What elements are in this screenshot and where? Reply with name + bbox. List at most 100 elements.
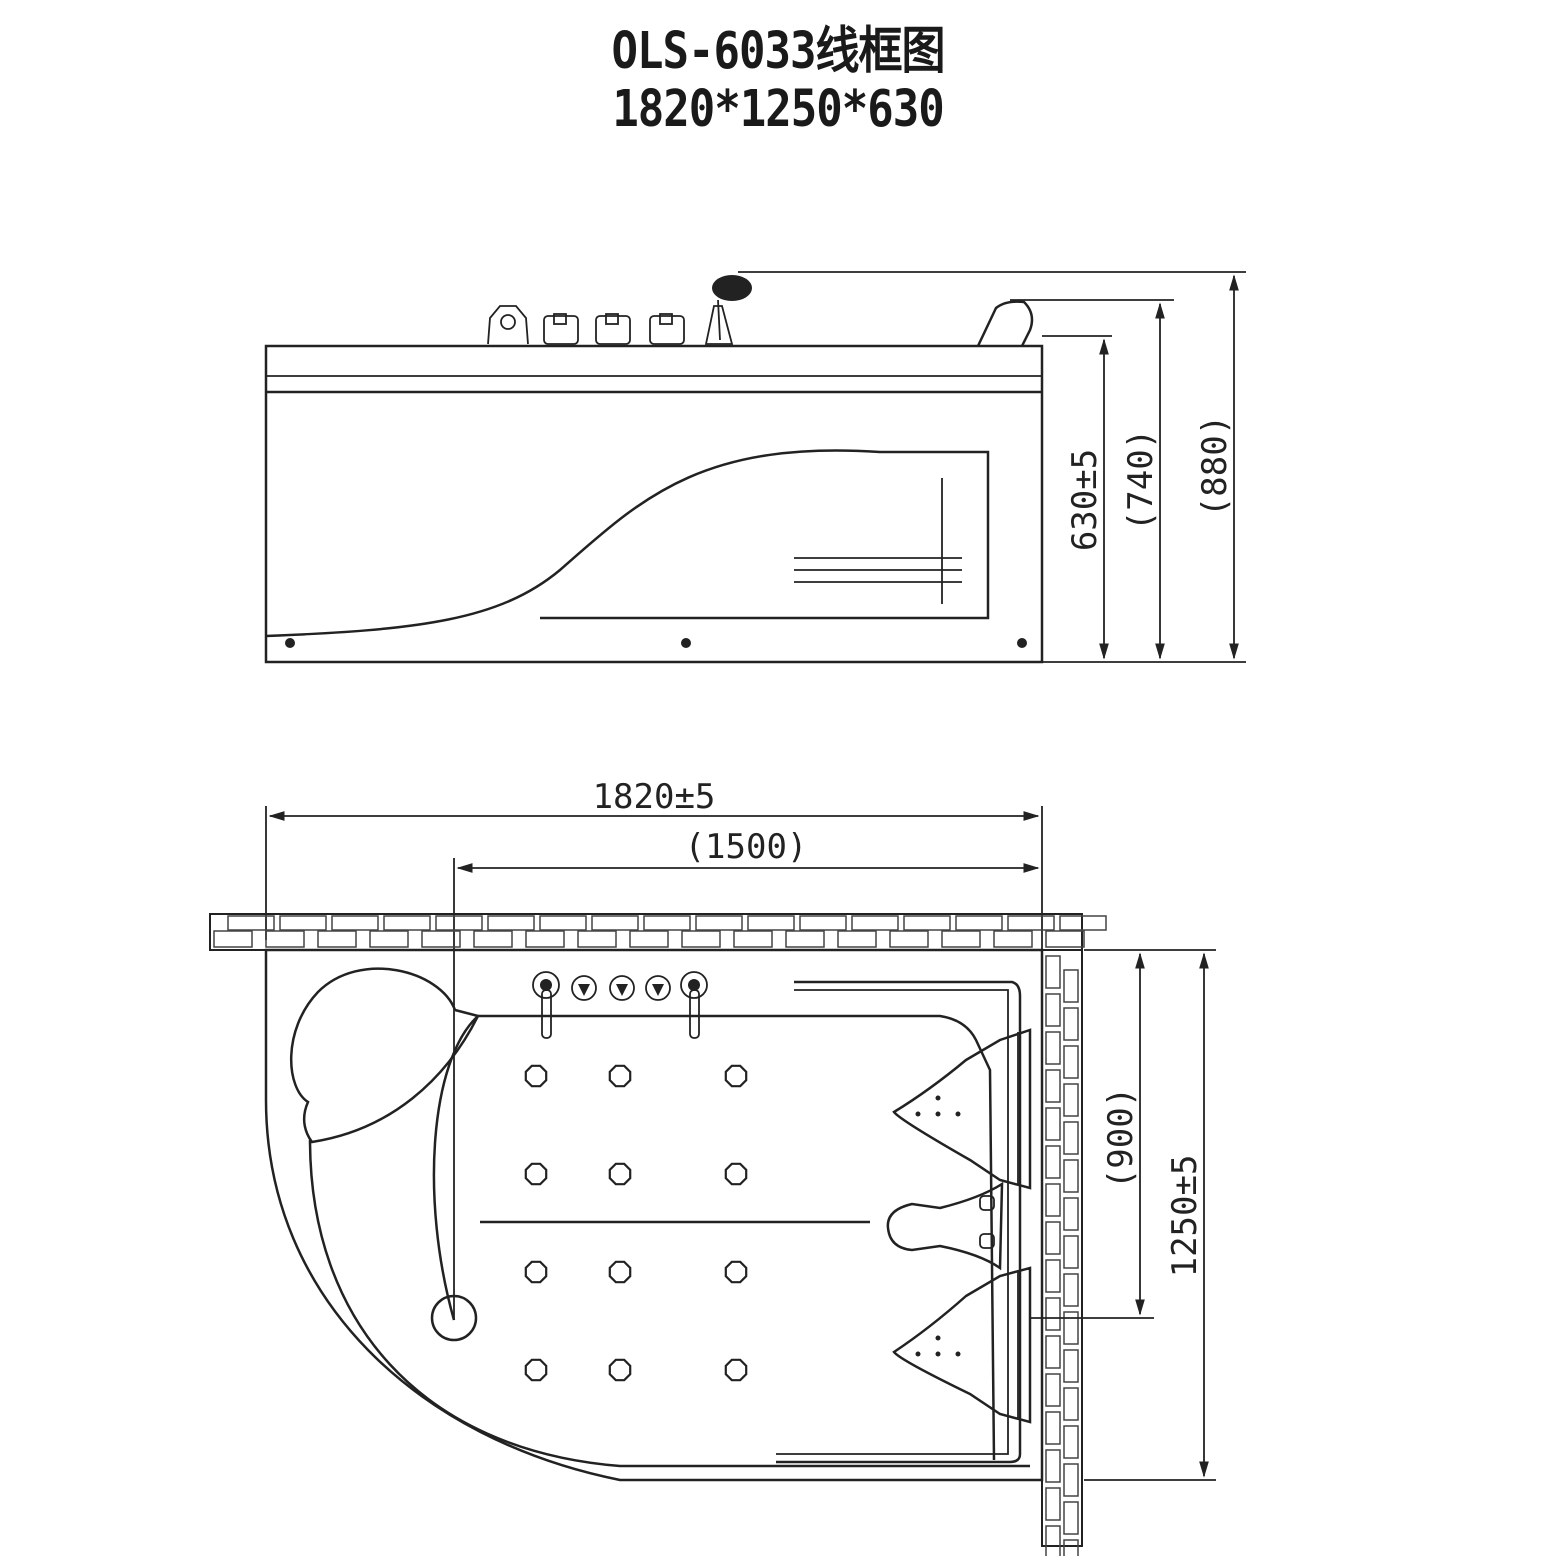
wall-tile — [1059, 915, 1107, 931]
wall-tile — [695, 915, 743, 931]
wall-tile — [473, 930, 513, 948]
wall-tile — [1045, 1487, 1061, 1521]
wall-tile — [1045, 1069, 1061, 1103]
wall-tile — [1063, 1501, 1079, 1535]
jet-nozzle — [724, 1260, 748, 1284]
wall-tile — [1063, 1463, 1079, 1497]
wall-tile — [629, 930, 669, 948]
tub-outline — [264, 948, 1044, 1482]
wall-tile — [1045, 993, 1061, 1027]
jet-nozzle — [608, 1260, 632, 1284]
jet-control-knob — [571, 975, 597, 1001]
basin-outline — [432, 1014, 996, 1461]
wall-tile — [1045, 1335, 1061, 1369]
spout-tap — [680, 971, 708, 1039]
wall-tile — [1063, 1539, 1079, 1556]
wall-tile — [1045, 1145, 1061, 1179]
wall-tile — [799, 915, 847, 931]
wall-tile — [1063, 1387, 1079, 1421]
wall-tiles — [209, 913, 1107, 1556]
control-knob — [595, 313, 631, 345]
wall-tile — [331, 915, 379, 931]
wall-tile — [279, 915, 327, 931]
jet-nozzle — [524, 1260, 548, 1284]
corner-seat — [290, 967, 480, 1144]
wall-tile — [227, 915, 275, 931]
wall-tile — [837, 930, 877, 948]
control-knob — [649, 313, 685, 345]
front-panel-wave — [265, 449, 990, 638]
drain — [430, 1294, 478, 1342]
wall-tile — [889, 930, 929, 948]
wall-tile — [1045, 1221, 1061, 1255]
side-view: 630±5 (740) (880) — [264, 271, 1246, 664]
wall-tile — [421, 930, 461, 948]
wall-tile — [487, 915, 535, 931]
wall-tile — [747, 915, 795, 931]
wall-tile — [591, 915, 639, 931]
drawing-title: OLS-6033线框图 — [611, 21, 946, 81]
wall-tile — [903, 915, 951, 931]
foot-dot — [1017, 638, 1027, 648]
foot-dot — [681, 638, 691, 648]
foot-dot — [285, 638, 295, 648]
jet-nozzle — [724, 1064, 748, 1088]
wall-tile — [525, 930, 565, 948]
dim-label-headrest: (740) — [1121, 429, 1161, 531]
dim-label-inner-length: (1500) — [685, 827, 808, 867]
jet-nozzle — [608, 1162, 632, 1186]
wall-tile — [1063, 1045, 1079, 1079]
jet-nozzle — [524, 1064, 548, 1088]
lumbar-cushion — [886, 1181, 1004, 1271]
pillow-upper — [892, 1028, 1032, 1190]
wall-band — [209, 913, 1083, 951]
wall-tile — [1045, 955, 1061, 989]
pillow-lower — [892, 1266, 1032, 1424]
wall-tile — [265, 930, 305, 948]
wall-tile — [577, 930, 617, 948]
wall-tile — [1063, 1273, 1079, 1307]
jet-nozzle — [524, 1162, 548, 1186]
wall-tile — [851, 915, 899, 931]
wall-tile — [1007, 915, 1055, 931]
massage-jets — [524, 1064, 748, 1382]
dim-label-spout: (880) — [1195, 415, 1235, 517]
wall-tile — [955, 915, 1003, 931]
wall-tile — [1045, 1183, 1061, 1217]
jet-nozzle — [608, 1064, 632, 1088]
wall-tile — [1045, 1373, 1061, 1407]
wall-tile — [317, 930, 357, 948]
wall-tile — [1063, 1235, 1079, 1269]
wall-tile — [1063, 1083, 1079, 1117]
dim-label-inner-width: (900) — [1101, 1087, 1141, 1189]
wall-tile — [1045, 1259, 1061, 1293]
overall-dimensions: 1820*1250*630 — [612, 80, 944, 139]
wall-tile — [785, 930, 825, 948]
wall-tile — [1063, 969, 1079, 1003]
jet-nozzle — [524, 1358, 548, 1382]
jet-nozzle — [724, 1162, 748, 1186]
shelf-curve — [308, 1139, 1030, 1468]
wall-tile — [733, 930, 773, 948]
dim-label-width: 1250±5 — [1165, 1155, 1205, 1278]
wall-tile — [1045, 930, 1085, 948]
jet-nozzle — [724, 1358, 748, 1382]
wall-tile — [1063, 1311, 1079, 1345]
wall-tile — [1045, 1525, 1061, 1556]
waterfall-spout — [704, 275, 752, 345]
headrest-profile — [976, 300, 1034, 347]
control-knob-mixer — [487, 305, 529, 345]
wall-tile — [1063, 1007, 1079, 1041]
wall-tile — [435, 915, 483, 931]
wall-tile — [1063, 1349, 1079, 1383]
dim-label-length: 1820±5 — [593, 777, 716, 817]
jet-control-knob — [609, 975, 635, 1001]
wall-tile — [1045, 1297, 1061, 1331]
wall-tile — [643, 915, 691, 931]
dim-label-height: 630±5 — [1065, 449, 1105, 551]
wall-tile — [1045, 1449, 1061, 1483]
wall-tile — [1045, 1411, 1061, 1445]
jet-control-knob — [645, 975, 671, 1001]
wall-tile — [1063, 1425, 1079, 1459]
